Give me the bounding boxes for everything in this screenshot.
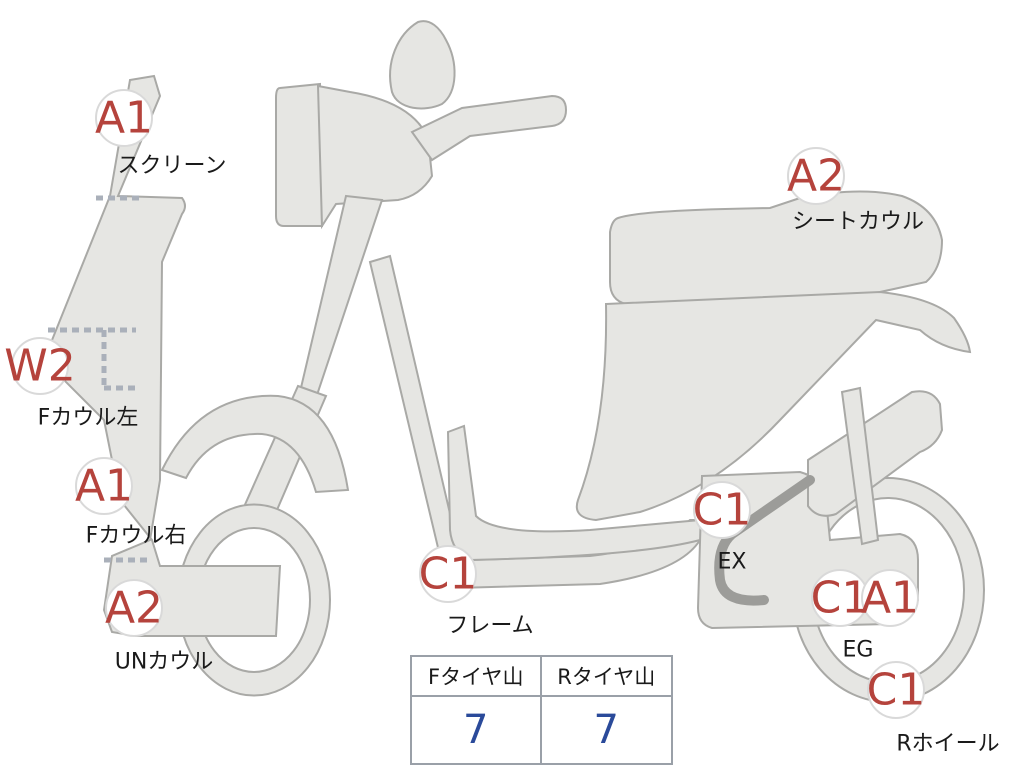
part-label: Fカウル左: [38, 406, 139, 431]
grade-code: A2: [787, 151, 845, 202]
exhaust-pipe: [714, 475, 815, 606]
grade-code: C1: [419, 549, 478, 600]
damage-tag: W2 Fカウル左: [4, 337, 139, 431]
grade-badge: [105, 579, 163, 637]
damage-tag: A2 UNカウル: [105, 579, 214, 675]
part-label: Rホイール: [896, 732, 999, 757]
damage-tag: C1: [811, 569, 870, 627]
front-tire-tread-value: 7: [412, 697, 542, 763]
grade-code: A1: [95, 93, 153, 144]
grade-badge: [95, 89, 153, 147]
grade-badge: [861, 569, 919, 627]
down-tube: [368, 254, 460, 558]
tire-tread-table: Fタイヤ山 Rタイヤ山 7 7: [410, 655, 673, 765]
damage-tag: C1 Rホイール: [867, 661, 1000, 757]
mirror: [389, 20, 456, 110]
front-tire-tread-header: Fタイヤ山: [412, 657, 542, 697]
seat: [609, 190, 944, 306]
grade-code: A1: [861, 573, 919, 624]
grade-code: C1: [867, 665, 926, 716]
damage-tag: C1 フレーム: [419, 545, 534, 639]
grade-badge: [787, 147, 845, 205]
rear-tire-tread-header: Rタイヤ山: [541, 657, 671, 697]
part-label: スクリーン: [118, 154, 227, 179]
part-label: Fカウル右: [86, 524, 187, 549]
damage-tag: A1: [861, 569, 919, 627]
grade-badge: [867, 661, 925, 719]
part-label: EX: [718, 550, 747, 575]
rear-shock: [840, 386, 880, 546]
grade-code: C1: [811, 573, 870, 624]
boundary-front-cowl: [48, 327, 136, 391]
grade-badge: [75, 457, 133, 515]
rear-body: [575, 290, 972, 522]
grade-badge: [693, 481, 751, 539]
leg-shield: [42, 74, 282, 637]
panel-boundaries: [48, 195, 150, 563]
headlight: [275, 82, 324, 227]
part-label: フレーム: [446, 614, 533, 639]
damage-tag: A1 Fカウル右: [75, 457, 187, 549]
damage-tag: A1 スクリーン: [95, 89, 227, 179]
grade-code: A1: [75, 461, 133, 512]
grade-badge: [419, 545, 477, 603]
part-label: UNカウル: [115, 650, 214, 675]
scooter-illustration: [42, 20, 986, 703]
grade-badge: [11, 337, 69, 395]
grade-code: W2: [4, 341, 76, 392]
damage-tag: C1 EX: [693, 481, 752, 575]
grade-code: C1: [693, 485, 752, 536]
handlebar: [410, 94, 568, 162]
part-label: シートカウル: [792, 210, 924, 235]
grade-code: A2: [105, 583, 163, 634]
engine-label: EG: [843, 638, 874, 663]
front-fender: [160, 394, 350, 494]
rear-tire-tread-value: 7: [593, 707, 619, 753]
muffler: [807, 390, 944, 517]
damage-tag: A2 シートカウル: [787, 147, 924, 235]
